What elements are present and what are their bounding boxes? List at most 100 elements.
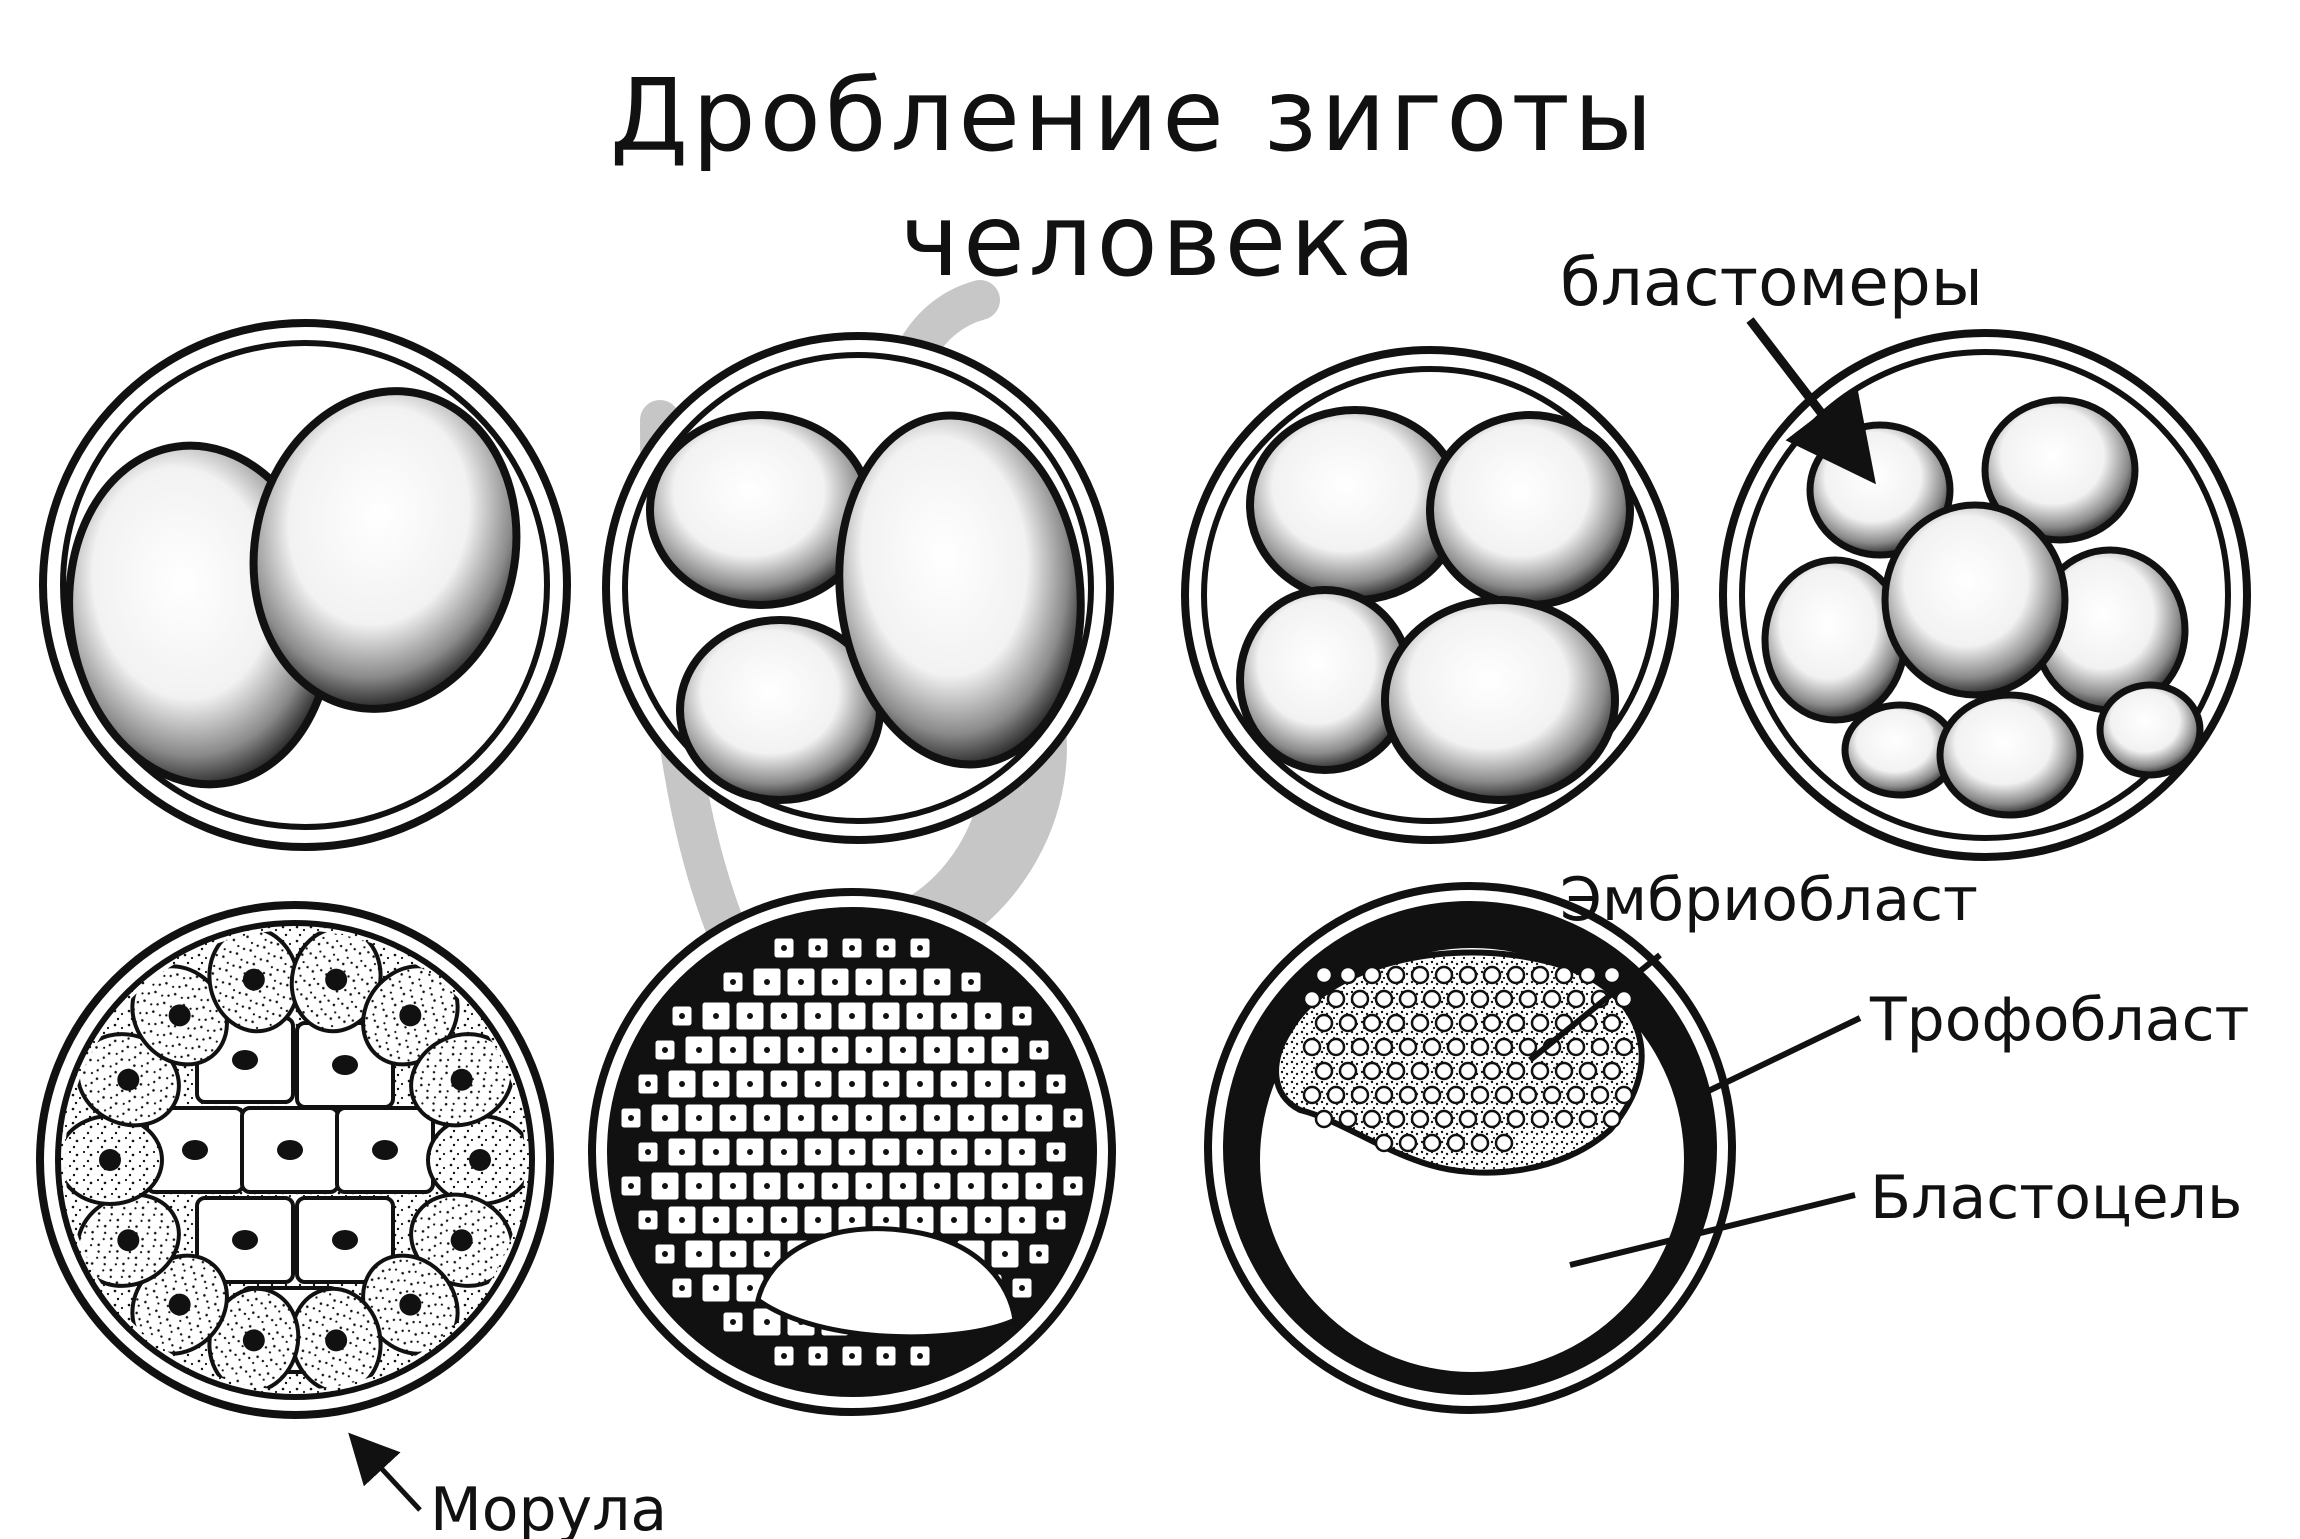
embryoblast-cell [1602, 965, 1622, 985]
early-blastocyst-cells [618, 935, 1086, 1369]
cell-nucleus [815, 1081, 821, 1087]
cell-nucleus [713, 1285, 719, 1291]
embryoblast-cell [1386, 1013, 1406, 1033]
cell-nucleus [781, 1149, 787, 1155]
embryoblast-cell [1302, 1085, 1322, 1105]
cell-nucleus [764, 1115, 770, 1121]
embryoblast-cell [1446, 1037, 1466, 1057]
cell-nucleus [182, 1140, 208, 1160]
embryoblast-cell [1326, 989, 1346, 1009]
embryoblast-cell [1470, 989, 1490, 1009]
embryoblast-cell [1410, 1061, 1430, 1081]
embryoblast-cell [1386, 965, 1406, 985]
cell-nucleus [168, 1004, 191, 1027]
embryoblast-cell [1566, 1037, 1586, 1057]
cell-nucleus [781, 1081, 787, 1087]
cell-nucleus [917, 1149, 923, 1155]
embryoblast-cell [1482, 1109, 1502, 1129]
cell-nucleus [662, 1047, 668, 1053]
cell-nucleus [951, 1081, 957, 1087]
page-title-line-2: человека [900, 182, 1420, 299]
embryoblast-cell [1614, 989, 1634, 1009]
cell-nucleus [985, 1149, 991, 1155]
embryoblast-cell [1506, 1013, 1526, 1033]
embryoblast-cell [1470, 1133, 1490, 1153]
embryoblast-cell [1506, 1061, 1526, 1081]
embryoblast-cell [1614, 1037, 1634, 1057]
cell-nucleus [832, 1115, 838, 1121]
cell-nucleus [951, 1013, 957, 1019]
cell-nucleus [1019, 1013, 1025, 1019]
embryoblast-cell [1482, 965, 1502, 985]
embryoblast-cell [1434, 1013, 1454, 1033]
cell-nucleus [117, 1229, 140, 1252]
embryoblast-cell [1338, 1061, 1358, 1081]
stage-early-blastocyst [588, 888, 1116, 1416]
embryoblast-cell [1554, 965, 1574, 985]
cell-nucleus [815, 1217, 821, 1223]
cell-nucleus [645, 1149, 651, 1155]
cell-nucleus [900, 1183, 906, 1189]
cell-nucleus [117, 1068, 140, 1091]
stage-three-cell [602, 332, 1114, 844]
embryoblast-cell [1494, 1133, 1514, 1153]
embryoblast-leader [1528, 952, 1662, 1063]
embryoblast-cell [1422, 989, 1442, 1009]
morula-cells [65, 930, 525, 1390]
embryoblast-cell [1578, 1109, 1598, 1129]
cell-nucleus [730, 1115, 736, 1121]
cell-nucleus [815, 945, 821, 951]
cell-nucleus [1070, 1183, 1076, 1189]
cell-nucleus [242, 968, 265, 991]
cell-nucleus [713, 1081, 719, 1087]
embryoblast-cell [1350, 1037, 1370, 1057]
cell-nucleus [1002, 1251, 1008, 1257]
cell-nucleus [1019, 1081, 1025, 1087]
cell-nucleus [168, 1293, 191, 1316]
embryoblast-cell [1338, 1013, 1358, 1033]
cell-nucleus [696, 1047, 702, 1053]
cell-nucleus [917, 1217, 923, 1223]
embryoblast-cell [1362, 1109, 1382, 1129]
cell-nucleus [679, 1081, 685, 1087]
cell-nucleus [399, 1004, 422, 1027]
embryoblast-cell [1614, 1085, 1634, 1105]
cell-nucleus [764, 979, 770, 985]
embryoblast-cell [1458, 1013, 1478, 1033]
blastomere [1936, 691, 2084, 819]
cell-nucleus [1019, 1217, 1025, 1223]
cell-nucleus [917, 945, 923, 951]
embryoblast-cell [1302, 1037, 1322, 1057]
cell-nucleus [883, 1013, 889, 1019]
cell-nucleus [781, 945, 787, 951]
cell-nucleus [696, 1183, 702, 1189]
cell-nucleus [866, 1183, 872, 1189]
cell-nucleus [781, 1353, 787, 1359]
cell-nucleus [99, 1149, 121, 1171]
cell-nucleus [325, 968, 348, 991]
cell-nucleus [332, 1230, 358, 1250]
blastomeres-arrow [1746, 317, 1876, 485]
cell-nucleus [628, 1115, 634, 1121]
cell-nucleus [883, 1081, 889, 1087]
cell-nucleus [832, 979, 838, 985]
embryoblast-cell [1302, 989, 1322, 1009]
embryoblast-cell [1530, 1061, 1550, 1081]
cell-nucleus [815, 1013, 821, 1019]
embryoblast-cell [1494, 1085, 1514, 1105]
embryoblast-cell [1602, 1013, 1622, 1033]
cell-nucleus [798, 1115, 804, 1121]
cell-nucleus [469, 1149, 491, 1171]
embryoblast-cell [1410, 1013, 1430, 1033]
embryoblast-cell [1374, 1037, 1394, 1057]
cell-nucleus [934, 1183, 940, 1189]
embryoblast-cell [1326, 1037, 1346, 1057]
cell-nucleus [730, 1047, 736, 1053]
cell-nucleus [628, 1183, 634, 1189]
label-blastomeres: бластомеры [1560, 244, 1983, 321]
cell-nucleus [325, 1329, 348, 1352]
cell-nucleus [1053, 1149, 1059, 1155]
cell-nucleus [815, 1353, 821, 1359]
embryoblast-cell [1566, 1085, 1586, 1105]
embryoblast-cell [1590, 1037, 1610, 1057]
